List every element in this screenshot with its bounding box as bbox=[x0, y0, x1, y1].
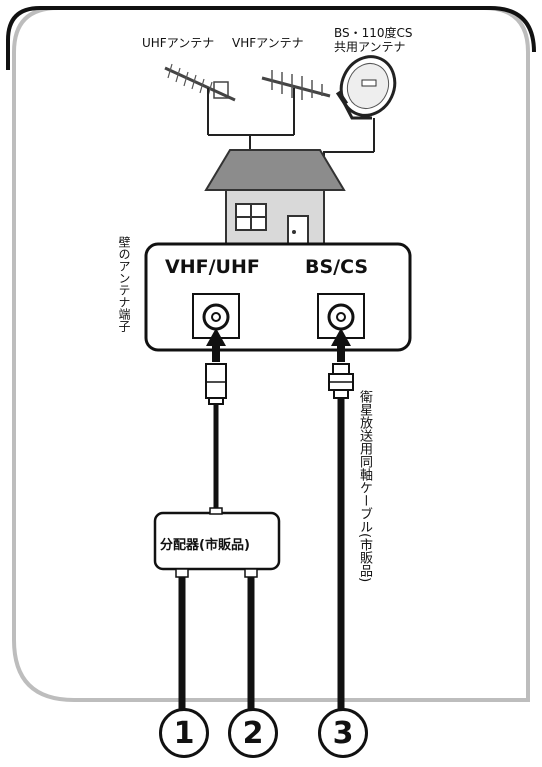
bs-antenna-label-line1: BS・110度CS bbox=[334, 26, 413, 40]
arrow-up-icon bbox=[331, 328, 351, 362]
port-bs-cs-label: BS/CS bbox=[305, 256, 369, 278]
uhf-antenna-label: UHFアンテナ bbox=[142, 36, 215, 50]
bs-cs-port-icon bbox=[317, 293, 365, 339]
outer-frame bbox=[12, 6, 530, 702]
bs-dish-icon bbox=[335, 55, 397, 152]
bs-antenna-label-line2: 共用アンテナ bbox=[334, 40, 406, 54]
left-plug-icon bbox=[205, 363, 227, 405]
wall-terminal-side-label: 壁のアンテナ端子 bbox=[117, 236, 131, 332]
splitter-label: 分配器(市販品) bbox=[160, 538, 250, 553]
bs-antenna-label: BS・110度CS 共用アンテナ bbox=[334, 26, 413, 54]
arrow-up-icon bbox=[206, 328, 226, 362]
output-1-badge: 1 bbox=[159, 708, 209, 758]
frame-top-accent bbox=[6, 6, 536, 70]
output-2-badge: 2 bbox=[228, 708, 278, 758]
output-3-badge: 3 bbox=[318, 708, 368, 758]
vhf-antenna-label: VHFアンテナ bbox=[232, 36, 304, 50]
cable-label: 衛星放送用同軸ケーブル(市販品) bbox=[357, 390, 372, 583]
uhf-antenna-icon bbox=[164, 63, 236, 135]
right-plug-icon bbox=[328, 363, 354, 399]
port-vhf-uhf-label: VHF/UHF bbox=[165, 256, 260, 278]
vhf-antenna-icon bbox=[261, 70, 331, 135]
house-icon bbox=[204, 149, 346, 249]
